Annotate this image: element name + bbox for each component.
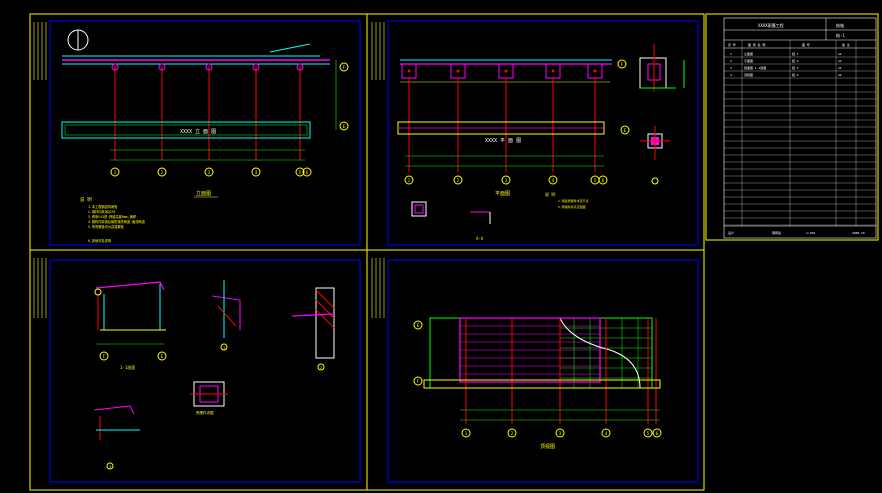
sheet-3-section-caption: 1-1剖面 (120, 364, 135, 370)
tb-row-2-name: 平面图 (744, 59, 753, 63)
tb-row-1-note: A2 (838, 52, 842, 56)
binding-strip-4 (371, 258, 385, 318)
s4-axis-4: 4 (605, 431, 608, 436)
s4-axis-F: F (417, 379, 420, 384)
s4-axis-2: 2 (511, 431, 514, 436)
tb-col-2: 图 纸 名 称 (748, 42, 765, 47)
sheet-3-border (49, 259, 361, 483)
tb-footer-mid: 钢雨篷 (772, 230, 781, 235)
detail-number-1: 1 (223, 346, 225, 350)
title-block[interactable]: XXXX雨篷工程 结施 结-1 序 号 图 纸 名 称 图 号 备 注 1 立面… (723, 17, 877, 239)
s2-axis-1: 1 (408, 178, 411, 183)
tb-footer-date: 2008.10 (852, 231, 865, 235)
tb-row-3-no: 3 (730, 66, 732, 70)
tb-row-1-name: 立面图 (744, 51, 753, 56)
tb-col-3: 图 号 (802, 42, 810, 47)
title-block-header: XXXX雨篷工程 (758, 22, 784, 28)
s1-note-6: 6.其他详见说明 (88, 238, 111, 243)
sheet-1-axis-bubbles (110, 62, 349, 177)
ground-strip (61, 121, 311, 139)
sheet-2-title: XXXX 平 面 图 (485, 138, 521, 144)
tb-row-4-no: 4 (730, 73, 732, 77)
tb-row-4-name: 顶视图 (744, 72, 753, 77)
s2-note-2: 2.预埋件标高见剖面 (558, 204, 586, 209)
sheet-1-border (49, 20, 361, 246)
s1-note-1: 1.本工程钢结构雨篷 (88, 204, 118, 209)
sheet-1-elevation[interactable]: XXXX 立 面 图 1 2 3 4 5 6 F E 立面图 说 明 1.本工程… (61, 29, 349, 243)
sheet-2-caption: 平面图 (495, 191, 510, 197)
sheet-3-details[interactable]: F E 1-1剖面 1 2 预埋件详图 3 (93, 280, 335, 470)
s2-note-1: 1.雨篷预埋件详见节点 (558, 198, 589, 203)
s4-axis-1: 1 (465, 431, 468, 436)
tb-row-2-no: 2 (730, 59, 732, 63)
tb-row-3-name: 剖面图 1-1剖面 (744, 65, 766, 70)
sheet-2-border (387, 20, 699, 246)
s1-axis-5: 5 (299, 170, 302, 175)
sheet-2-embeds (401, 63, 603, 79)
sheet-4-caption: 顶视图 (540, 443, 555, 450)
s4-axis-6: 6 (656, 431, 659, 436)
s3-axis-E: E (161, 354, 164, 359)
s4-axis-E: E (417, 323, 420, 328)
sheet-3-node-caption: 预埋件详图 (196, 410, 214, 415)
s1-note-4: 4.钢构件除锈后刷防锈漆两道,面漆两道 (88, 219, 146, 224)
s2-axis-2: 2 (457, 178, 460, 183)
tb-row-2-note: A2 (838, 59, 842, 63)
sheet-4-topview[interactable]: 1 2 3 4 5 6 E F 顶视图 (413, 317, 662, 450)
s2-axis-E: E (624, 128, 627, 133)
sheet-1-columns (114, 66, 301, 160)
detail-number-2: 2 (320, 366, 322, 370)
s1-note-5: 5.所有螺栓均为高强螺栓 (88, 224, 125, 229)
s2-axis-5: 5 (594, 178, 597, 183)
s1-axis-1: 1 (114, 170, 117, 175)
tb-row-4-note: A2 (838, 73, 842, 77)
s4-axis-3: 3 (559, 431, 562, 436)
sheet-1-notes-title: 说 明 (80, 196, 92, 203)
sheet-2-plan[interactable]: XXXX 平 面 图 1 2 3 4 5 6 F E (397, 44, 685, 241)
binding-strip-3 (33, 258, 47, 318)
tb-row-1-sheet: 结-1 (792, 51, 799, 56)
s2-axis-6: 6 (602, 178, 605, 183)
s1-axis-4: 4 (255, 170, 258, 175)
s1-note-2: 2.钢材均采用Q235 (88, 209, 116, 214)
s1-axis-E: E (343, 124, 346, 129)
sheet-4-border (387, 259, 699, 483)
title-block-sheet-no: 结-1 (836, 32, 845, 38)
s4-axis-5: 5 (647, 431, 650, 436)
sheet-2-section-label: A-A (476, 236, 484, 241)
title-block-sheet-label: 结施 (836, 22, 844, 28)
sheet-1-title: XXXX 立 面 图 (180, 128, 216, 135)
sheet-2-notes-title: 说 明 (545, 191, 555, 197)
sheet-2-column-detail (639, 44, 685, 185)
binding-strip-2 (371, 22, 385, 80)
s1-axis-F: F (343, 65, 346, 70)
tb-footer-left: 设计 (728, 230, 734, 235)
s1-axis-2: 2 (161, 170, 164, 175)
detail-number-3: 3 (109, 465, 111, 469)
tb-footer-scale: 1:100 (806, 231, 815, 235)
tb-col-1: 序 号 (728, 42, 736, 47)
title-block-frame (705, 13, 879, 241)
tb-row-3-note: A2 (838, 66, 842, 70)
tb-row-1-no: 1 (730, 52, 732, 56)
s2-axis-F: F (621, 62, 624, 67)
tb-row-4-sheet: 结-4 (792, 72, 799, 77)
s3-axis-F: F (103, 354, 106, 359)
sheet-1-caption: 立面图 (196, 190, 211, 197)
s1-axis-3: 3 (208, 170, 211, 175)
tb-col-4: 备 注 (842, 42, 850, 47)
tb-row-3-sheet: 结-3 (792, 65, 799, 70)
s2-axis-3: 3 (505, 178, 508, 183)
s2-axis-4: 4 (552, 178, 555, 183)
binding-strip-1 (33, 22, 47, 80)
s1-axis-6: 6 (306, 170, 309, 175)
s1-note-3: 3.焊条E43型,焊缝高度6mm,满焊 (88, 214, 137, 219)
tb-row-2-sheet: 结-2 (792, 58, 799, 63)
